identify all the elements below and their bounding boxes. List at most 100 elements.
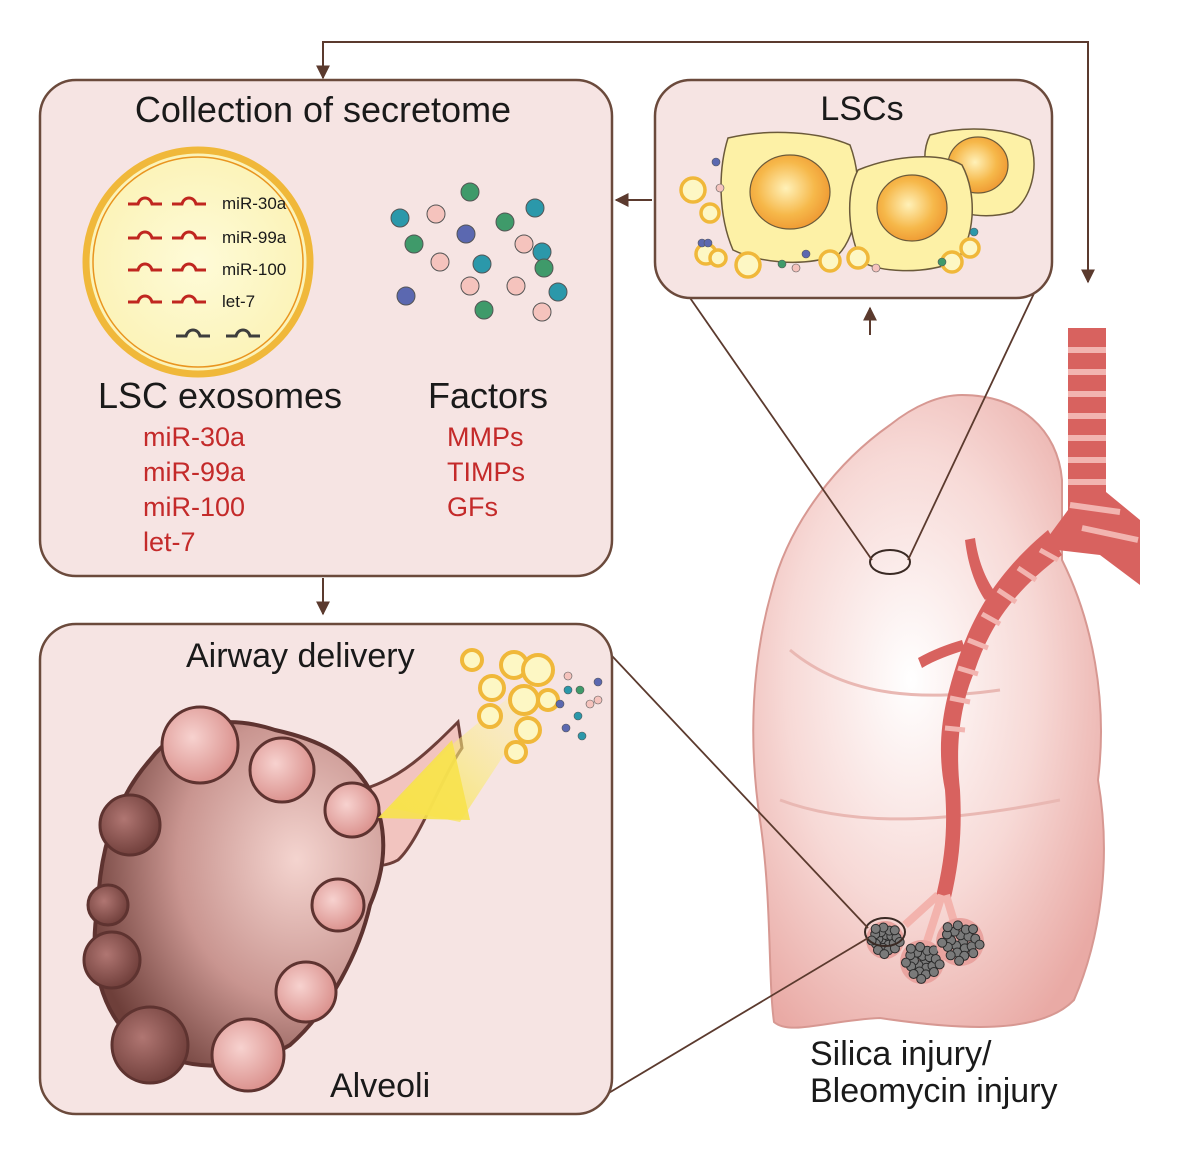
damaged-alveolus [915,942,926,953]
alveolus-bubble [310,877,366,933]
injury-label-line1: Silica injury/ [810,1035,992,1073]
alveolus-bubble [323,781,381,839]
bronchiole [921,893,946,950]
lung-lobe [752,393,1105,1029]
lung-fissure [779,798,1061,821]
factor-delivered [561,723,571,733]
factor-particle [430,252,450,272]
mirna-strand-other [226,328,260,338]
factor-particle-small [703,238,713,248]
exosome-small [699,202,721,224]
factor-particle-small [715,183,725,193]
lsc-panel: LSCs [653,78,1054,300]
damaged-alveolus [870,923,881,934]
magnifier-lower [864,917,906,947]
alveolus-bubble [110,1005,190,1085]
delivery-title: Airway delivery [186,637,415,675]
exosomes-heading: LSC exosomes [98,375,342,416]
damaged-alveolus [945,950,956,961]
delivery-arrowhead [378,740,470,820]
exosome-list-item: let-7 [143,527,196,557]
secretome-title: Collection of secretome [135,89,511,130]
exosome-delivered [477,703,503,729]
exosome-delivered [536,688,560,712]
factor-delivered [555,699,565,709]
mirna-strand [172,196,206,206]
factor-delivered [577,731,587,741]
factor-particle-small [937,257,947,267]
exosome-small [679,176,707,204]
exosome-small [846,246,870,270]
factor-particle-small [871,263,881,273]
trachea [1040,328,1140,585]
factor-particle [390,208,410,228]
factor-delivered [563,685,573,695]
factor-particle [460,276,480,296]
factor-particle [396,286,416,306]
factor-list-item: GFs [447,492,498,522]
exosome-delivered [514,716,542,744]
damaged-alveolus [942,922,953,933]
factor-particle [404,234,424,254]
mirna-strand [128,196,162,206]
delivered-vesicles [460,648,603,764]
factor-particle [456,224,476,244]
factor-delivered [563,671,573,681]
injury-label-line2: Bleomycin injury [810,1072,1058,1110]
damaged-alveolus [974,939,985,950]
alveolus-bubble [248,736,316,804]
magnifier-upper [869,549,911,575]
damaged-alveolus [928,967,939,978]
alveolus-bubble [210,1017,286,1093]
secreted-vesicles [679,157,981,279]
main-bronchus [935,530,1062,902]
factor-particle [460,182,480,202]
factor-delivered [593,695,603,705]
alveolus-bubble [82,930,142,990]
alveolus-bubble [98,793,162,857]
mirna-strand [128,230,162,240]
alveoli-label: Alveoli [330,1067,430,1105]
exosome-delivered [478,674,506,702]
trachea-rings [1068,347,1139,543]
exosome-vesicle: miR-30a miR-99a miR-100 let-7 [82,146,314,378]
factor-particle-small [801,249,811,259]
factor-particle-small [777,259,787,269]
alveolus-bubble [86,883,130,927]
factor-particle [426,204,446,224]
exosome-small [734,251,762,279]
exosome-small [708,248,728,268]
factor-particle [495,212,515,232]
damaged-alveolus [968,948,979,959]
lung-illustration [752,328,1140,1029]
exosome-small [959,237,981,259]
damaged-alveoli-clusters [866,918,985,984]
damaged-alveolus [934,959,945,970]
exosome-delivered [521,653,555,687]
mirna-glyphs [128,196,260,338]
factor-delivered [573,711,583,721]
damaged-alveolus [900,957,911,968]
factor-particle [525,198,545,218]
damaged-alveolus [954,955,965,966]
factor-particle [474,300,494,320]
factor-list-item: TIMPs [447,457,525,487]
lsc-cell [720,131,859,264]
damaged-alveolus [905,943,916,954]
flow-arrows [316,41,1095,616]
damaged-alveolus [908,968,919,979]
factor-delivered [585,699,595,709]
damaged-alveolus [937,937,948,948]
alveolus-bubbles [82,705,381,1093]
exosome-delivered [460,648,484,672]
damaged-alveolus [952,920,963,931]
damaged-alveolus [916,973,927,984]
mid-bronchus-branch [918,640,965,668]
factor-particle [532,242,552,262]
exosome-list-item: miR-30a [143,422,246,452]
loop-arrow-top [316,41,1095,284]
factor-particle [548,282,568,302]
damaged-alveolus [889,925,900,936]
